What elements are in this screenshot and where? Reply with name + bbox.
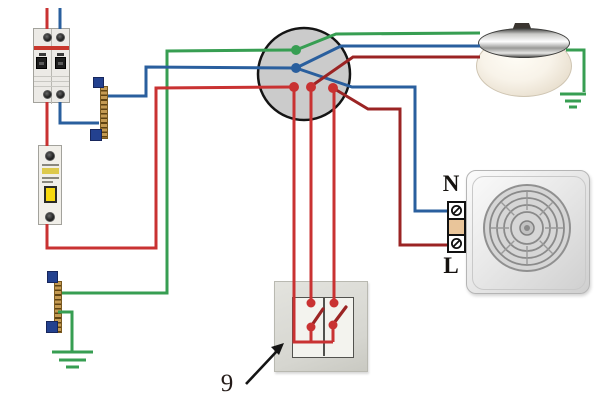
switch-rocker-divider — [323, 298, 325, 356]
switch-rocker-panel — [292, 297, 354, 358]
two-gang-switch — [274, 281, 368, 372]
main-circuit-breaker — [33, 28, 70, 104]
bus-mount-bracket — [90, 129, 102, 141]
fan-grille-spokes — [491, 192, 563, 264]
breaker-label-line — [42, 181, 53, 183]
neutral-terminal-screw — [449, 203, 464, 218]
wire-junction-to-light-neutral — [295, 44, 480, 70]
screw-terminal-icon — [43, 33, 52, 42]
breaker-brand-stripe — [34, 46, 69, 50]
fan-bevel — [472, 176, 586, 290]
breaker-ridge — [34, 86, 69, 87]
junction-dot-switched-2 — [328, 83, 338, 93]
screw-terminal-icon — [43, 90, 52, 99]
switch-terminal-dot — [306, 322, 316, 332]
bus-mount-bracket — [47, 271, 58, 283]
breaker-ridge — [34, 81, 69, 82]
wire-junction-to-light-ground — [295, 31, 481, 52]
wire-ground-bus-to-junction — [62, 48, 294, 295]
bus-mount-bracket — [93, 77, 104, 88]
ceiling-light — [476, 20, 572, 98]
line-terminal-label: L — [443, 253, 459, 278]
breaker-toggle — [36, 57, 47, 69]
wire-neutral-bus-to-junction — [108, 65, 294, 98]
switch-terminal-dot — [328, 320, 338, 330]
neutral-bus-bar — [100, 86, 108, 139]
wire-light-to-earth — [566, 48, 586, 92]
light-chrome-ring — [478, 28, 570, 58]
terminal-spacer — [449, 217, 464, 235]
light-mount — [512, 23, 532, 31]
light-circuit-breaker — [38, 145, 62, 225]
breaker-pole-divider — [51, 29, 52, 104]
exhaust-fan — [466, 170, 590, 294]
switch-lever-1 — [310, 307, 325, 327]
breaker-ridge — [34, 76, 69, 77]
switch-callout-label: 9 — [220, 370, 234, 397]
ground-bus-bar — [54, 281, 62, 333]
callout-arrowhead-icon — [271, 343, 284, 355]
breaker-yellow-band — [42, 168, 59, 174]
junction-dot-neutral — [291, 63, 301, 73]
bus-mount-bracket — [46, 321, 58, 333]
junction-dot-live-feed — [289, 82, 299, 92]
junction-dot-switched-1 — [306, 82, 316, 92]
wire-bus-to-earth — [58, 310, 74, 351]
breaker-toggle — [55, 57, 66, 69]
breaker-label-line — [42, 177, 59, 179]
junction-dot-ground — [291, 45, 301, 55]
screw-terminal-icon — [56, 90, 65, 99]
earth-symbol-left — [52, 350, 93, 369]
wire-junction-to-fan-live — [332, 86, 447, 247]
breaker-rating-mark — [57, 53, 64, 56]
neutral-terminal-label: N — [442, 171, 460, 196]
screw-terminal-icon — [45, 212, 55, 222]
line-terminal-screw — [449, 234, 464, 251]
junction-box — [256, 26, 352, 122]
fan-grille — [483, 184, 571, 272]
screw-slot-icon — [451, 238, 462, 250]
screw-terminal-icon — [56, 33, 65, 42]
screw-terminal-icon — [45, 151, 55, 161]
wire-breaker-to-junction-live — [45, 85, 294, 250]
breaker-label-line — [42, 164, 59, 166]
fan-terminal-block — [447, 201, 466, 253]
wire-junction-to-fan-neutral — [295, 66, 447, 213]
breaker-rating-mark — [39, 53, 46, 56]
switch-terminal-dot — [306, 298, 316, 308]
switch-lever-2 — [332, 305, 348, 325]
switch-terminal-dot — [329, 298, 339, 308]
screw-slot-icon — [451, 204, 462, 216]
wire-junction-to-light-live — [309, 55, 480, 89]
callout-arrow — [245, 350, 278, 385]
breaker-toggle — [44, 186, 57, 203]
earth-symbol-right — [560, 92, 586, 109]
wire-breaker-to-neutral-bus — [58, 102, 99, 125]
